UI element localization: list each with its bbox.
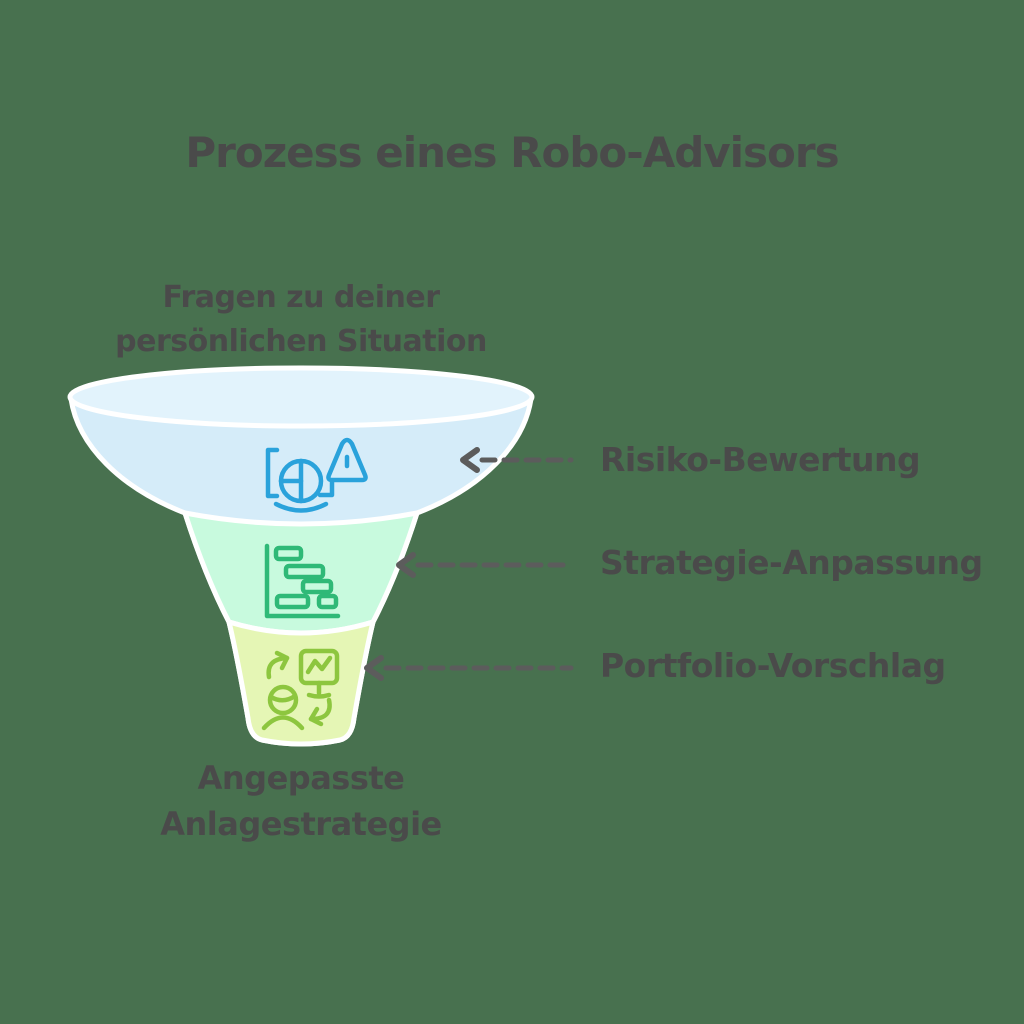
arrow-portfolio	[364, 655, 574, 681]
funnel-stage-strategy-shape	[182, 510, 420, 636]
stage-label-portfolio: Portfolio-Vorschlag	[600, 646, 946, 685]
stage-label-strategy: Strategie-Anpassung	[600, 543, 983, 582]
arrow-portfolio-head	[364, 655, 384, 681]
arrow-strategy	[396, 552, 574, 578]
funnel-output-label: Angepasste Anlagestrategie	[160, 759, 442, 843]
portfolio-sync-icon	[261, 648, 340, 731]
arrow-risk-head	[460, 447, 480, 473]
arrow-strategy-head	[396, 552, 416, 578]
funnel-opening	[67, 365, 535, 429]
risk-assessment-icon	[265, 437, 368, 513]
funnel-input-label: Fragen zu deiner persönlichen Situation	[115, 280, 487, 359]
stage-label-risk: Risiko-Bewertung	[600, 440, 921, 479]
arrow-risk	[460, 447, 574, 473]
funnel-stage-strategy	[182, 510, 420, 636]
gantt-strategy-icon	[264, 543, 341, 619]
page-title: Prozess eines Robo-Advisors	[185, 128, 839, 177]
